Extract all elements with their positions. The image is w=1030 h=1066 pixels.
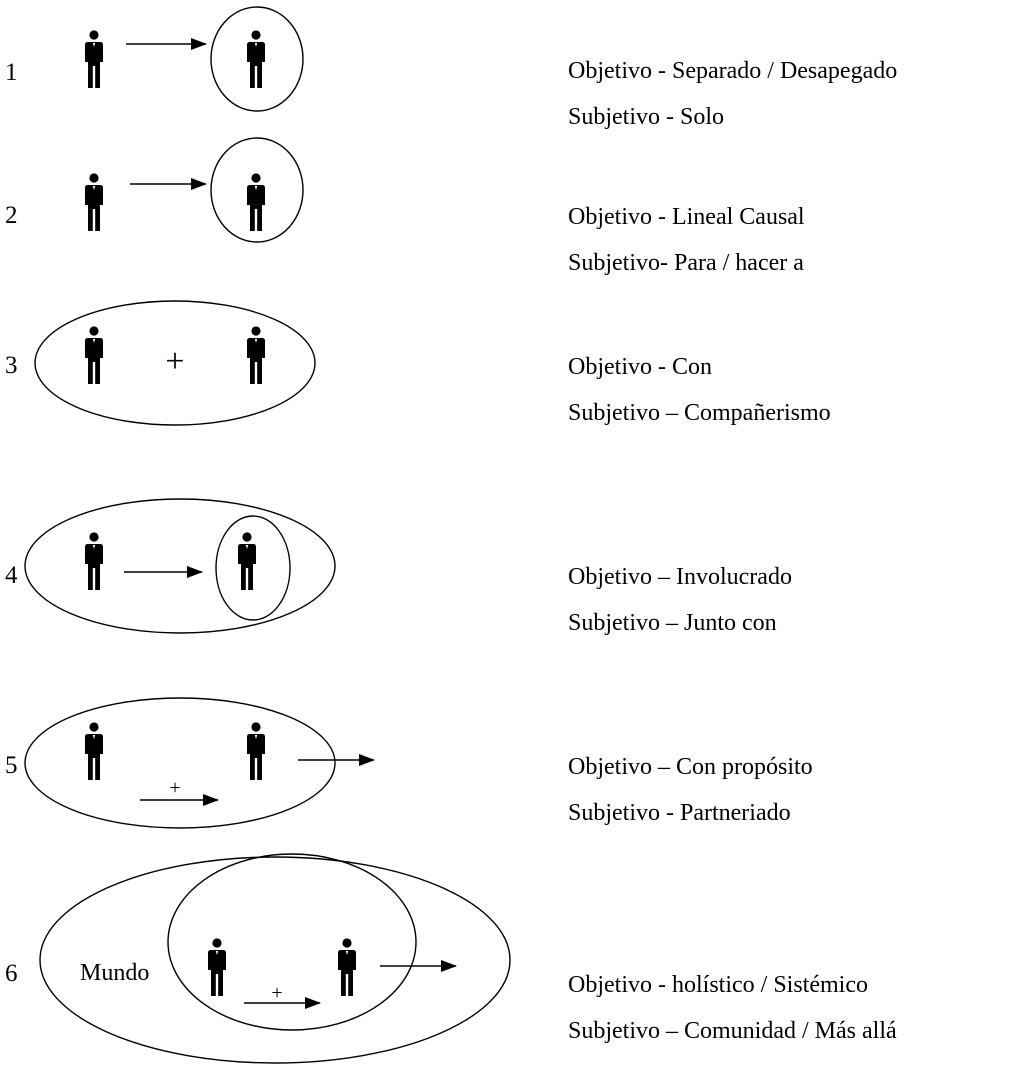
row-number: 5 (5, 752, 18, 779)
person-icon (338, 938, 356, 996)
person-icon (85, 30, 103, 88)
subjective-text: Subjetivo- Para / hacer a (568, 250, 804, 276)
person-icon (247, 30, 265, 88)
plus-sign: + (165, 343, 184, 380)
subjective-text: Subjetivo – Junto con (568, 610, 777, 636)
ellipse-boundary (215, 515, 291, 621)
objective-text: Objetivo - Separado / Desapegado (568, 58, 897, 84)
ellipse-boundary (39, 856, 511, 1064)
person-icon (247, 326, 265, 384)
plus-sign: + (271, 982, 282, 1004)
objective-text: Objetivo – Involucrado (568, 564, 792, 590)
subjective-text: Subjetivo – Comunidad / Más allá (568, 1018, 897, 1044)
ellipse-boundary (167, 853, 417, 1031)
ellipse-boundary (24, 498, 336, 634)
row-number: 2 (5, 202, 18, 229)
row-number: 6 (5, 960, 18, 987)
ellipse-boundary (24, 697, 336, 829)
row-4: 4 Objetivo – Involucrado Subjetivo – Jun… (5, 498, 792, 636)
objective-text: Objetivo - Con (568, 354, 712, 380)
row-3: 3 + Objetivo - Con Subjetivo – Compañeri… (5, 300, 831, 426)
objective-text: Objetivo – Con propósito (568, 754, 813, 780)
ellipse-boundary (210, 6, 304, 112)
world-label: Mundo (80, 960, 149, 986)
person-icon (238, 532, 256, 590)
ellipse-boundary (210, 137, 304, 243)
person-icon (85, 722, 103, 780)
row-5: 5 + Objetivo – Con propósito Subjetivo -… (5, 697, 813, 829)
row-1: 1 Objetivo - Separado / Desapegado Subje… (5, 6, 897, 130)
row-number: 1 (5, 59, 18, 86)
objective-text: Objetivo - holístico / Sistémico (568, 972, 868, 998)
subjective-text: Subjetivo - Solo (568, 104, 724, 130)
row-2: 2 Objetivo - Lineal Causal Subjetivo- Pa… (5, 137, 805, 276)
subjective-text: Subjetivo – Compañerismo (568, 400, 831, 426)
row-number: 4 (5, 562, 18, 589)
person-icon (85, 326, 103, 384)
ellipse-boundary (34, 300, 316, 426)
person-icon (85, 173, 103, 231)
person-icon (208, 938, 226, 996)
objective-text: Objetivo - Lineal Causal (568, 204, 805, 230)
subjective-text: Subjetivo - Partneriado (568, 800, 791, 826)
person-icon (247, 173, 265, 231)
plus-sign: + (169, 777, 180, 799)
row-number: 3 (5, 352, 18, 379)
person-icon (85, 532, 103, 590)
person-icon (247, 722, 265, 780)
row-6: 6 Mundo + Objetivo - holístico / Sistémi… (5, 853, 897, 1064)
